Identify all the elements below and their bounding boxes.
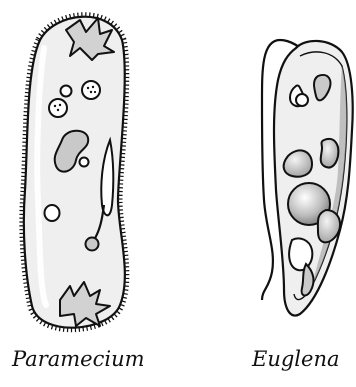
euglena-figure [262,40,353,316]
small-vacuole [61,86,72,97]
chloroplast-upper [321,139,339,168]
paramecium-figure [24,17,125,328]
food-vacuole [82,81,100,99]
vacuole-ring [296,94,308,106]
empty-vacuole [45,205,60,221]
food-vacuole-2 [49,99,67,117]
chloroplast-lower [289,238,312,270]
micronucleus [80,158,89,167]
paramecium-label: Paramecium [12,349,145,370]
euglena-label: Euglena [252,349,340,370]
forming-food-vacuole [86,238,99,251]
